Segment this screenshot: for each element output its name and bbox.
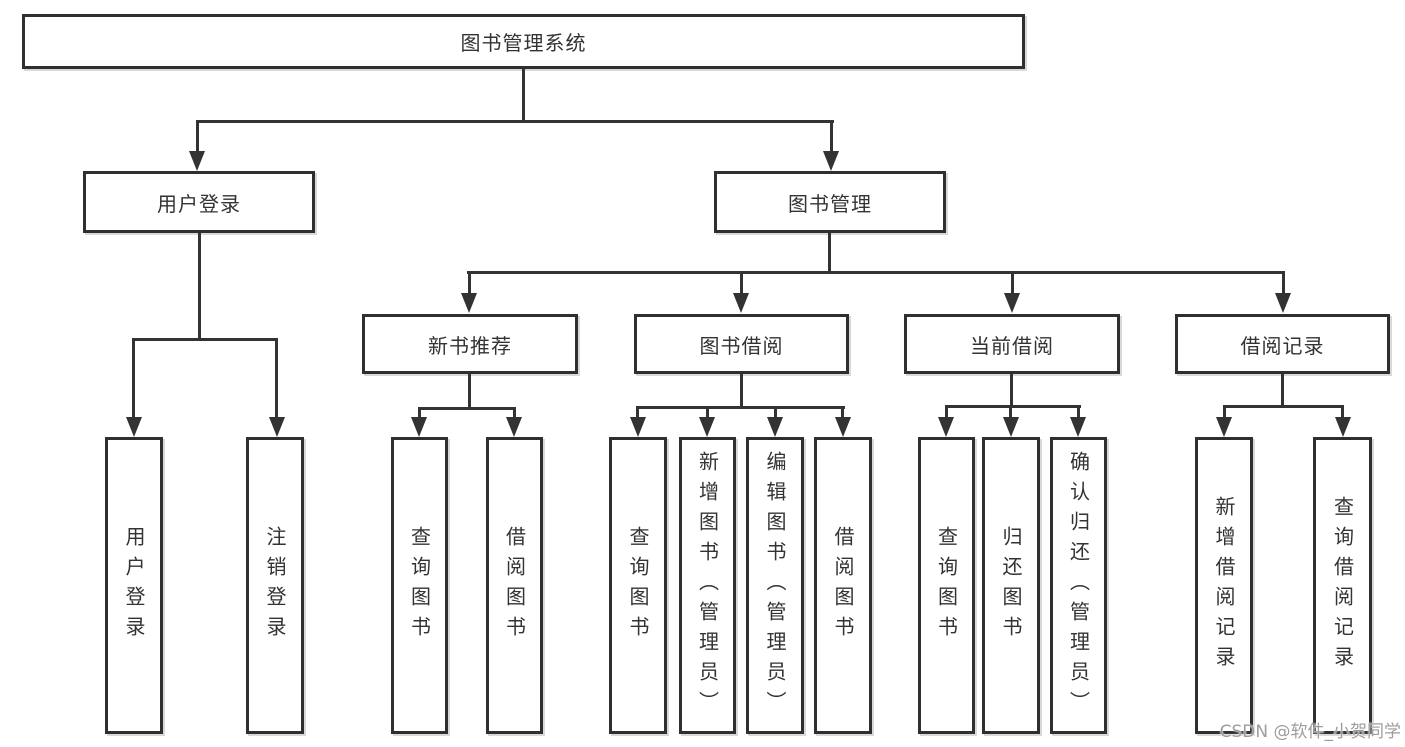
leaf-query-book-borrow: 查询图书 [609, 437, 667, 734]
edge-to-leaf-borrow-book-2 [841, 406, 844, 418]
arrowhead-current-borrow [1004, 293, 1020, 313]
leaf-edit-book-admin-label: 编辑图书（管理员） [763, 450, 787, 721]
arrowhead-leaf-edit-book [767, 417, 783, 437]
leaf-return-book-label: 归还图书 [999, 525, 1023, 646]
leaf-user-login-label: 用户登录 [122, 525, 146, 646]
edge-to-leaf-user-login [132, 338, 135, 418]
edge-book-management-split [467, 271, 1285, 274]
edge-new-book-recommend-stub [468, 374, 471, 408]
leaf-query-borrow-record: 查询借阅记录 [1313, 437, 1372, 734]
edge-to-current-borrow [1011, 271, 1014, 294]
edge-to-leaf-add-record [1223, 405, 1226, 418]
arrowhead-leaf-query-book-1 [411, 417, 427, 437]
edge-user-login-stub [198, 233, 201, 339]
arrowhead-borrow-records [1275, 293, 1291, 313]
node-book-borrow-label: 图书借阅 [699, 333, 784, 358]
edge-user-login-split [132, 338, 278, 341]
leaf-query-borrow-record-label: 查询借阅记录 [1330, 495, 1355, 676]
node-book-borrow: 图书借阅 [634, 314, 849, 374]
edge-to-leaf-query-record [1341, 405, 1344, 418]
node-user-login: 用户登录 [83, 171, 315, 233]
node-borrow-records-label: 借阅记录 [1240, 333, 1325, 358]
edge-root-to-user-login [196, 120, 199, 153]
arrowhead-book-borrow [733, 293, 749, 313]
leaf-query-book-current: 查询图书 [918, 437, 975, 734]
arrowhead-leaf-return-book [1003, 417, 1019, 437]
leaf-edit-book-admin: 编辑图书（管理员） [746, 437, 804, 734]
edge-to-leaf-query-book-1 [418, 407, 421, 418]
node-new-book-recommend-label: 新书推荐 [428, 333, 512, 358]
leaf-logout-label: 注销登录 [263, 525, 287, 646]
node-current-borrow: 当前借阅 [904, 314, 1120, 374]
edge-to-book-borrow [740, 271, 743, 294]
node-root: 图书管理系统 [22, 14, 1025, 69]
node-borrow-records: 借阅记录 [1175, 314, 1390, 374]
node-current-borrow-label: 当前借阅 [970, 333, 1054, 358]
leaf-add-book-admin-label: 新增图书（管理员） [695, 450, 720, 721]
edge-to-leaf-logout [275, 338, 278, 418]
arrowhead-leaf-user-login [126, 417, 142, 437]
arrowhead-leaf-query-record [1335, 417, 1351, 437]
edge-book-borrow-stub [740, 374, 743, 407]
leaf-borrow-book-recommend: 借阅图书 [486, 437, 543, 734]
leaf-query-book-borrow-label: 查询图书 [626, 525, 650, 646]
edge-root-to-book-management [830, 120, 833, 153]
leaf-add-borrow-record: 新增借阅记录 [1195, 437, 1253, 734]
edge-current-borrow-split [945, 405, 1081, 408]
edge-to-leaf-query-book-2 [636, 406, 639, 418]
node-user-login-label: 用户登录 [157, 191, 241, 216]
leaf-borrow-book-recommend-label: 借阅图书 [502, 525, 527, 646]
leaf-add-book-admin: 新增图书（管理员） [679, 437, 736, 734]
edge-root-stub [522, 69, 525, 121]
leaf-confirm-return-admin-label: 确认归还（管理员） [1066, 450, 1091, 721]
leaf-borrow-book-borrow: 借阅图书 [814, 437, 872, 734]
leaf-logout: 注销登录 [246, 437, 304, 734]
edge-to-new-book-recommend [468, 271, 471, 294]
edge-to-leaf-confirm-return [1077, 405, 1080, 418]
leaf-query-book-recommend: 查询图书 [391, 437, 448, 734]
node-book-management-label: 图书管理 [788, 191, 872, 216]
edge-borrow-records-split [1223, 405, 1344, 408]
edge-new-book-recommend-split [418, 407, 516, 410]
edge-book-management-stub [828, 233, 831, 273]
edge-to-leaf-borrow-book-1 [513, 407, 516, 418]
leaf-borrow-book-borrow-label: 借阅图书 [831, 525, 855, 646]
leaf-add-borrow-record-label: 新增借阅记录 [1212, 495, 1236, 676]
edge-to-borrow-records [1282, 271, 1285, 294]
leaf-user-login: 用户登录 [105, 437, 163, 734]
arrowhead-new-book-recommend [461, 293, 477, 313]
edge-to-leaf-add-book [706, 406, 709, 418]
leaf-query-book-current-label: 查询图书 [934, 525, 959, 646]
edge-borrow-records-stub [1281, 374, 1284, 406]
arrowhead-leaf-add-book [699, 417, 715, 437]
leaf-query-book-recommend-label: 查询图书 [407, 525, 432, 646]
leaf-confirm-return-admin: 确认归还（管理员） [1050, 437, 1107, 734]
arrowhead-leaf-query-book-2 [630, 417, 646, 437]
edge-to-leaf-return-book [1009, 405, 1012, 418]
node-book-management: 图书管理 [714, 171, 946, 233]
edge-to-leaf-query-book-3 [945, 405, 948, 418]
arrowhead-leaf-borrow-book-2 [835, 417, 851, 437]
arrowhead-leaf-query-book-3 [938, 417, 954, 437]
arrowhead-book-management [823, 151, 839, 171]
node-new-book-recommend: 新书推荐 [362, 314, 578, 374]
edge-root-split [196, 120, 834, 123]
leaf-return-book: 归还图书 [982, 437, 1040, 734]
arrowhead-leaf-logout [269, 417, 285, 437]
edge-book-borrow-split [636, 406, 845, 409]
arrowhead-leaf-add-record [1216, 417, 1232, 437]
arrowhead-leaf-borrow-book-1 [506, 417, 522, 437]
arrowhead-user-login [189, 151, 205, 171]
arrowhead-leaf-confirm-return [1070, 417, 1086, 437]
node-root-label: 图书管理系统 [460, 31, 587, 55]
edge-to-leaf-edit-book [774, 406, 777, 418]
csdn-watermark: CSDN @软件_小贺同学 [1219, 722, 1401, 742]
edge-current-borrow-stub [1010, 374, 1013, 406]
